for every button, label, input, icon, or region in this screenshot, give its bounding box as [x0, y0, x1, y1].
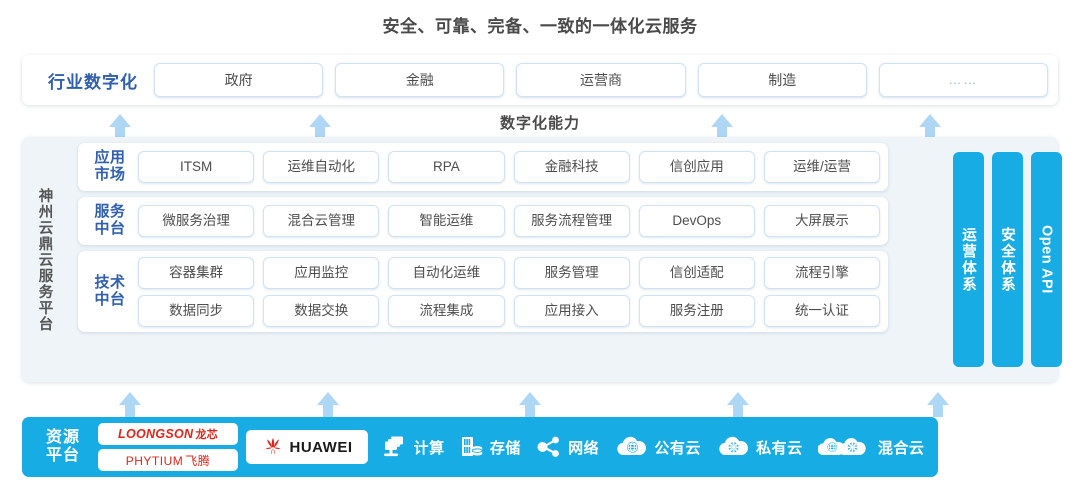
chip-xinchuang-app[interactable]: 信创应用: [638, 151, 755, 183]
chip-ops-automation[interactable]: 运维自动化: [263, 151, 380, 183]
technology-middle-platform-items: 容器集群 应用监控 自动化运维 服务管理 信创适配 流程引擎 数据同步 数据交换…: [138, 256, 881, 327]
storage-icon: [460, 435, 484, 459]
resource-label-line2: 平台: [45, 447, 80, 464]
industry-item-list: 政府 金融 运营商 制造 ……: [154, 63, 1049, 97]
chip-rpa[interactable]: RPA: [388, 151, 505, 183]
chip-itsm[interactable]: ITSM: [138, 151, 255, 183]
logo-huawei[interactable]: HUAWEI: [246, 430, 368, 464]
tech-items-line-1: 容器集群 应用监控 自动化运维 服务管理 信创适配 流程引擎: [138, 256, 881, 289]
row-label-service-middle-platform: 服务 中台: [82, 203, 138, 238]
resource-label: 资源 平台: [32, 429, 94, 466]
pillar-security-system[interactable]: 安全体系: [992, 152, 1023, 367]
resource-item-storage[interactable]: 存储: [460, 435, 521, 459]
capability-label: 数字化能力: [499, 115, 580, 132]
huawei-flower-icon: [262, 437, 284, 457]
public-cloud-icon: [614, 435, 648, 459]
industry-item-manufacturing[interactable]: 制造: [697, 63, 867, 97]
row-technology-middle-platform: 技术 中台 容器集群 应用监控 自动化运维 服务管理 信创适配 流程引擎 数据同…: [78, 251, 888, 332]
resource-item-private-cloud[interactable]: 私有云: [716, 435, 803, 459]
chip-ops-operation[interactable]: 运维/运营: [763, 151, 881, 183]
hybrid-cloud-icon: [817, 435, 872, 459]
pillar-operation-system[interactable]: 运营体系: [953, 152, 984, 367]
row-label-line2: 中台: [94, 290, 126, 308]
chip-application-monitoring[interactable]: 应用监控: [263, 256, 380, 289]
row-label-line1: 服务: [94, 203, 126, 221]
chip-unified-authentication[interactable]: 统一认证: [763, 294, 881, 327]
chip-application-access[interactable]: 应用接入: [513, 294, 630, 327]
service-middle-platform-items: 微服务治理 混合云管理 智能运维 服务流程管理 DevOps 大屏展示: [138, 205, 881, 237]
row-application-market: 应用 市场 ITSM 运维自动化 RPA 金融科技 信创应用 运维/运营: [78, 143, 888, 191]
chip-process-engine[interactable]: 流程引擎: [763, 256, 881, 289]
chip-service-registry[interactable]: 服务注册: [638, 294, 755, 327]
compute-icon: [382, 435, 408, 459]
row-label-line2: 市场: [94, 166, 126, 183]
resource-item-hybrid-cloud-label: 混合云: [877, 439, 925, 457]
chip-data-exchange[interactable]: 数据交换: [263, 294, 380, 327]
chip-hybrid-cloud-management[interactable]: 混合云管理: [263, 205, 380, 237]
chip-service-process-management[interactable]: 服务流程管理: [513, 205, 630, 237]
platform-pillars: 运营体系 安全体系 Open API: [953, 152, 1062, 367]
chip-automated-ops[interactable]: 自动化运维: [388, 256, 505, 289]
tech-items-line-2: 数据同步 数据交换 流程集成 应用接入 服务注册 统一认证: [138, 294, 881, 327]
resource-item-hybrid-cloud[interactable]: 混合云: [817, 435, 925, 459]
chip-devops[interactable]: DevOps: [638, 205, 755, 237]
network-icon: [536, 435, 562, 459]
chip-xinchuang-adaptation[interactable]: 信创适配: [638, 256, 755, 289]
chip-microservice-governance[interactable]: 微服务治理: [138, 205, 255, 237]
row-label-line1: 应用: [94, 149, 126, 167]
chip-fintech[interactable]: 金融科技: [513, 151, 630, 183]
industry-label: 行业数字化: [48, 72, 138, 92]
resource-item-public-cloud-label: 公有云: [654, 439, 701, 457]
private-cloud-icon: [716, 435, 750, 459]
chip-container-cluster[interactable]: 容器集群: [138, 256, 255, 289]
resource-item-network[interactable]: 网络: [536, 435, 599, 459]
row-label-line2: 中台: [94, 220, 126, 237]
chip-intelligent-ops[interactable]: 智能运维: [388, 205, 505, 237]
resource-item-public-cloud[interactable]: 公有云: [614, 435, 701, 459]
resource-item-private-cloud-label: 私有云: [756, 439, 803, 457]
page-title: 安全、可靠、完备、一致的一体化云服务: [382, 17, 698, 36]
chip-process-integration[interactable]: 流程集成: [388, 294, 505, 327]
row-service-middle-platform: 服务 中台 微服务治理 混合云管理 智能运维 服务流程管理 DevOps 大屏展…: [78, 197, 888, 245]
row-label-application-market: 应用 市场: [82, 149, 138, 184]
huawei-wordmark: HUAWEI: [289, 438, 353, 456]
application-market-items: ITSM 运维自动化 RPA 金融科技 信创应用 运维/运营: [138, 151, 881, 183]
industry-item-finance[interactable]: 金融: [335, 63, 505, 97]
industry-digitalization-band: 行业数字化 政府 金融 运营商 制造 ……: [22, 55, 1058, 105]
pillar-open-api[interactable]: Open API: [1031, 152, 1062, 367]
industry-item-government[interactable]: 政府: [154, 63, 324, 97]
platform-rows: 应用 市场 ITSM 运维自动化 RPA 金融科技 信创应用 运维/运营 服务 …: [78, 143, 888, 376]
platform-side-label: 神州云鼎云服务平台: [36, 188, 53, 332]
row-label-technology-middle-platform: 技术 中台: [82, 273, 138, 309]
resource-item-network-label: 网络: [568, 439, 600, 457]
chip-service-management[interactable]: 服务管理: [513, 256, 630, 289]
resource-item-storage-label: 存储: [489, 439, 521, 457]
resource-label-line1: 资源: [45, 428, 80, 446]
industry-item-more[interactable]: ……: [878, 63, 1049, 97]
row-label-line1: 技术: [94, 273, 126, 291]
resource-item-list: 计算: [368, 435, 938, 459]
chip-data-sync[interactable]: 数据同步: [138, 294, 255, 327]
resource-item-compute-label: 计算: [413, 439, 445, 457]
chip-large-screen-display[interactable]: 大屏展示: [763, 205, 881, 237]
industry-item-telecom[interactable]: 运营商: [516, 63, 686, 97]
resource-item-compute[interactable]: 计算: [382, 435, 445, 459]
